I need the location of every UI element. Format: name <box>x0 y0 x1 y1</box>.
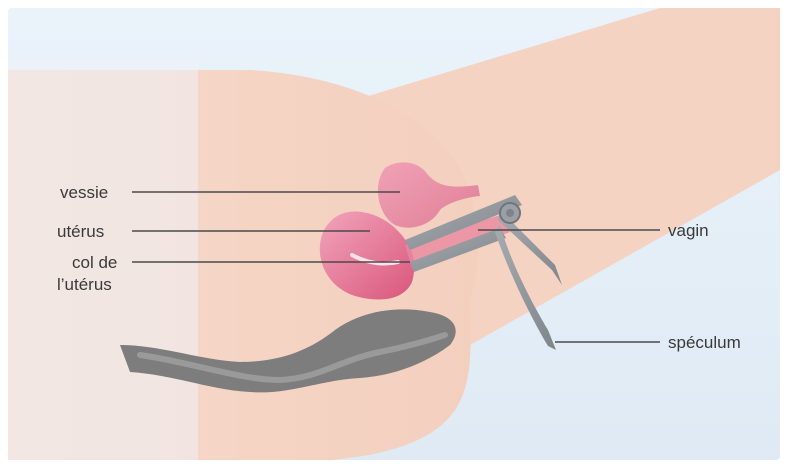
label-vagin: vagin <box>668 221 709 240</box>
label-col-line2: l’utérus <box>57 275 112 294</box>
label-vessie: vessie <box>60 183 108 202</box>
label-col-line1: col de <box>72 253 117 272</box>
label-uterus: utérus <box>57 222 104 241</box>
label-speculum: spéculum <box>668 333 741 352</box>
